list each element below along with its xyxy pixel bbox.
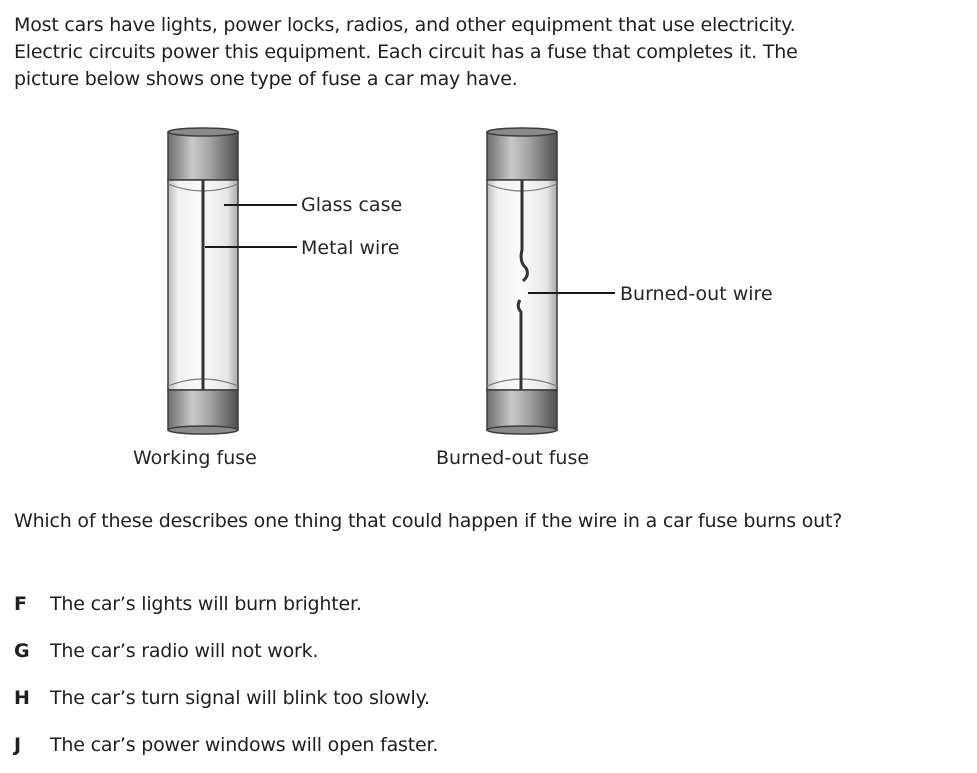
burned-out-fuse-bottom-cap	[486, 389, 558, 431]
answer-choice-h[interactable]: H The car’s turn signal will blink too sl…	[14, 686, 430, 710]
question-text: Which of these describes one thing that …	[14, 510, 843, 532]
choice-text: The car’s turn signal will blink too slo…	[50, 687, 430, 709]
intro-line: Most cars have lights, power locks, radi…	[14, 14, 796, 36]
choice-text: The car’s power windows will open faster…	[50, 734, 439, 756]
intro-line: picture below shows one type of fuse a c…	[14, 68, 518, 90]
choice-letter: F	[14, 593, 27, 615]
burned-out-wire-label: Burned-out wire	[620, 283, 773, 305]
burned-out-fuse-top-cap	[486, 131, 558, 181]
choice-letter: J	[14, 734, 21, 756]
choice-text: The car’s radio will not work.	[50, 640, 319, 662]
fuse-diagram: Glass case Metal wire Burned-out wire Wo…	[133, 127, 773, 469]
intro-line: Electric circuits power this equipment. …	[14, 41, 798, 63]
working-fuse-caption: Working fuse	[133, 447, 257, 469]
burned-out-fuse-illustration	[486, 127, 558, 435]
answer-choice-g[interactable]: G The car’s radio will not work.	[14, 639, 319, 663]
metal-wire-label: Metal wire	[301, 237, 399, 259]
answer-choice-j[interactable]: J The car’s power windows will open faste…	[14, 733, 438, 757]
working-fuse-bottom-cap	[167, 389, 239, 431]
answer-choice-f[interactable]: F The car’s lights will burn brighter.	[14, 592, 362, 616]
glass-case-label: Glass case	[301, 194, 402, 216]
choice-letter: H	[14, 687, 30, 709]
choice-text: The car’s lights will burn brighter.	[50, 593, 362, 615]
choice-letter: G	[14, 640, 30, 662]
burned-out-fuse-caption: Burned-out fuse	[436, 447, 589, 469]
burned-out-wire-upper	[519, 180, 529, 283]
working-fuse-top-cap	[167, 131, 239, 181]
working-fuse-top-cap-end	[167, 127, 239, 137]
burned-out-wire-lower	[516, 299, 523, 390]
intro-paragraph: Most cars have lights, power locks, radi…	[14, 12, 954, 93]
working-fuse-illustration	[167, 127, 239, 435]
